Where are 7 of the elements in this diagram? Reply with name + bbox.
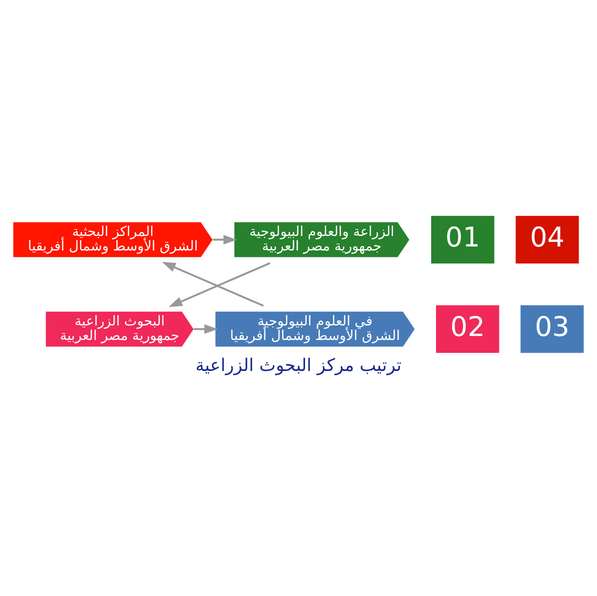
node-box: 02 <box>436 305 500 353</box>
node-box: 04 <box>516 216 579 264</box>
arrow <box>194 324 218 334</box>
node-box: 01 <box>431 216 494 264</box>
arrow <box>212 234 238 244</box>
node-box: 03 <box>520 305 584 353</box>
diagram-title: ترتيب مركز البحوث الزراعية <box>196 356 402 376</box>
